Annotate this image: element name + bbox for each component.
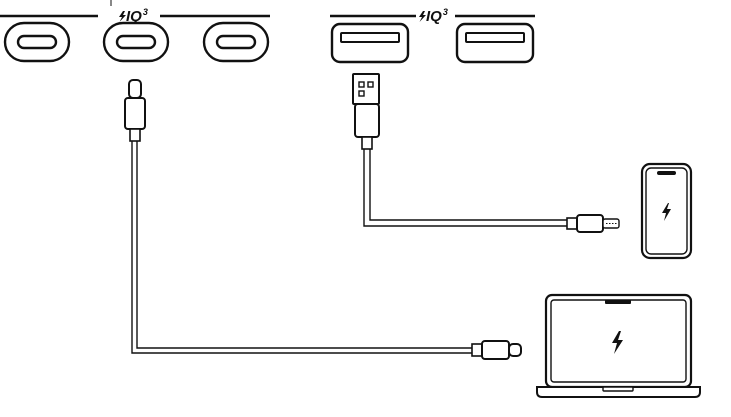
usb-c-laptop-plug-body xyxy=(481,340,510,360)
usb-a-cable-wire xyxy=(363,149,567,227)
usb-a-group-label-sup: 3 xyxy=(443,7,448,17)
usb-c-port-3[interactable] xyxy=(202,21,270,63)
usb-a-plug-shell xyxy=(352,73,380,105)
usb-a-port-group: IQ3 xyxy=(330,7,535,64)
iq-bolt-icon xyxy=(419,11,426,22)
svg-text:IQ3: IQ3 xyxy=(426,7,448,25)
usb-a-plug-hole-left-2 xyxy=(358,90,365,97)
lightning-plug-body xyxy=(576,214,604,233)
usb-c-laptop-plug-tip xyxy=(508,343,522,357)
laptop-device[interactable] xyxy=(536,293,701,398)
usb-c-group-label-sup: 3 xyxy=(143,7,148,17)
lightning-plug-tip xyxy=(602,218,620,229)
usb-a-plug-hole-right xyxy=(367,81,374,88)
usb-a-port-1[interactable] xyxy=(330,22,410,64)
usb-a-port-2[interactable] xyxy=(455,22,535,64)
usb-c-group-label: IQ3 xyxy=(119,7,148,25)
laptop-base xyxy=(536,386,701,398)
svg-text:IQ3: IQ3 xyxy=(126,7,148,25)
iq-bolt-icon xyxy=(119,11,126,22)
usb-a-group-label: IQ3 xyxy=(419,7,448,25)
usb-c-plug-body xyxy=(124,97,146,130)
usb-c-cable xyxy=(124,79,522,360)
usb-a-plug-body xyxy=(354,103,380,138)
lightning-strain-relief xyxy=(566,217,578,230)
usb-a-group-label-text: IQ xyxy=(426,8,442,25)
usb-a-plug-hole-left xyxy=(358,81,365,88)
usb-c-port-1[interactable] xyxy=(3,21,71,63)
usb-c-cable-wire xyxy=(131,141,472,354)
phone-lightning-bolt-icon xyxy=(662,203,671,221)
usb-c-port-group: IQ3 xyxy=(0,0,270,63)
laptop-trackpad-lip xyxy=(602,386,634,392)
usb-c-port-2[interactable] xyxy=(102,21,170,63)
laptop-lightning-bolt-icon xyxy=(612,331,623,354)
usb-a-cable xyxy=(352,73,620,233)
usb-c-cable-wire-inner xyxy=(136,141,472,349)
phone-notch xyxy=(657,171,676,175)
usb-a-cable-wire-inner xyxy=(369,149,567,221)
usb-c-plug-strain-relief xyxy=(129,128,141,142)
usb-c-plug-tip xyxy=(128,79,142,99)
usb-c-laptop-strain-relief xyxy=(471,343,483,357)
usb-a-plug-strain-relief xyxy=(361,136,373,150)
phone-device[interactable] xyxy=(640,162,693,260)
laptop-camera-notch xyxy=(605,300,631,304)
usb-c-group-label-text: IQ xyxy=(126,8,142,25)
